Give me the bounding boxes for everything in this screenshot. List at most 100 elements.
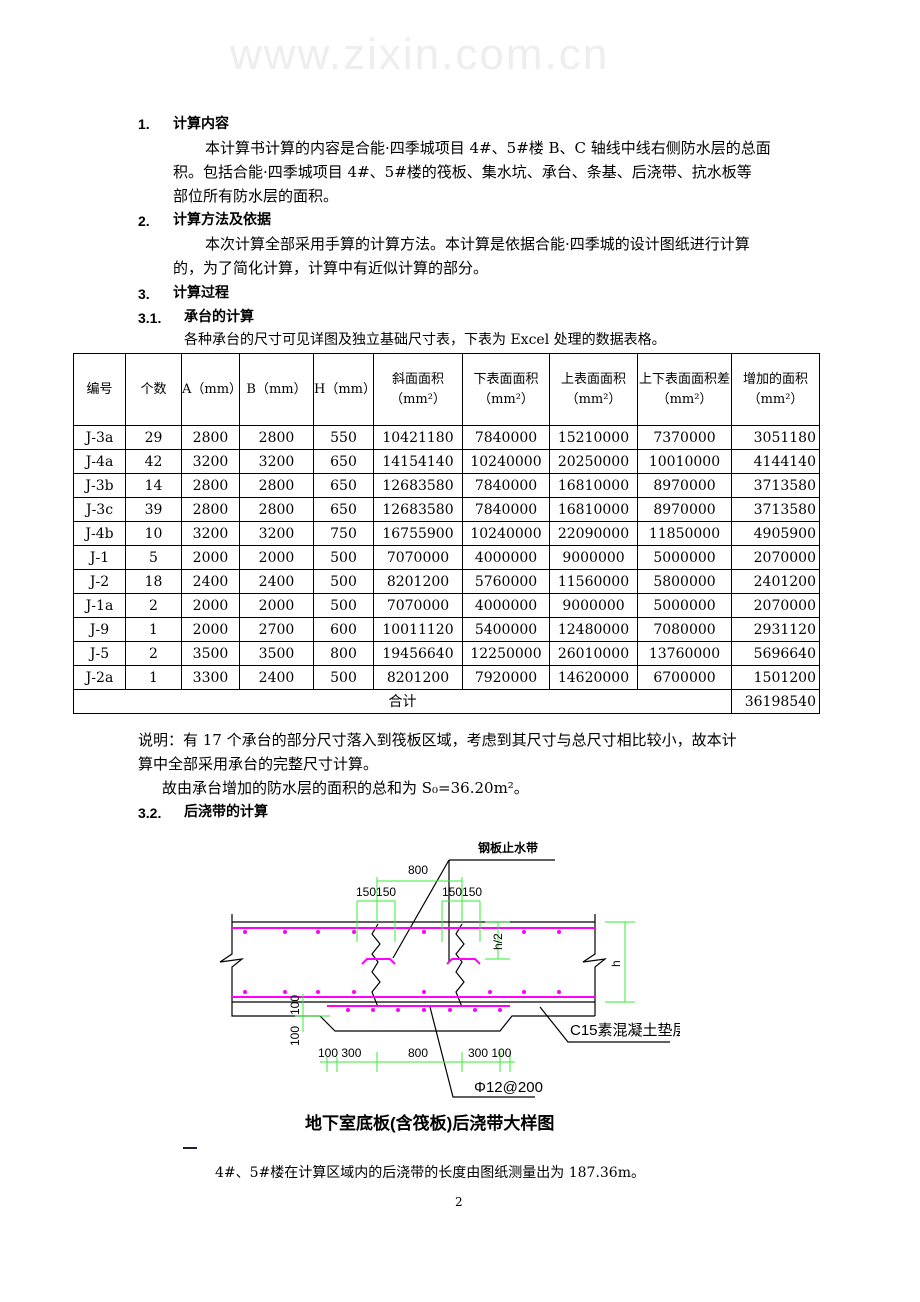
table-cell: 650 xyxy=(313,497,374,522)
table-cell: 7370000 xyxy=(637,425,732,450)
table-cell: 550 xyxy=(313,425,374,450)
table-cell: J-1 xyxy=(73,545,126,570)
table-cell: 4144140 xyxy=(731,449,820,474)
table-cell: 2400 xyxy=(239,569,314,594)
rebar-dots xyxy=(243,930,561,1012)
watermark: www.zixin.com.cn xyxy=(230,30,610,79)
rebar-lines xyxy=(232,927,595,1007)
column-header: A（mm） xyxy=(181,353,240,426)
table-cell: 20250000 xyxy=(549,449,638,474)
post-pour-strip-diagram: 钢板止水带 800 150150 150150 h/2 h 100 100 10… xyxy=(219,840,680,1133)
table-cell: 4000000 xyxy=(462,593,550,618)
note-line: 算中全部采用承台的完整尺寸计算。 xyxy=(138,755,379,773)
table-cell: 8201200 xyxy=(373,569,463,594)
table-cell: 2000 xyxy=(181,593,240,618)
table-cell: 16810000 xyxy=(549,497,638,522)
slab-outline xyxy=(219,859,670,1098)
table-cell: 22090000 xyxy=(549,521,638,546)
table-cell: 26010000 xyxy=(549,641,638,666)
table-cell: 15210000 xyxy=(549,425,638,450)
table-cell: 5 xyxy=(125,545,182,570)
column-header: 个数 xyxy=(125,353,182,426)
section-31-number: 3.1. xyxy=(138,310,162,326)
table-cell: 2800 xyxy=(181,425,240,450)
table-cell: J-2a xyxy=(73,665,126,690)
table-cell: 3200 xyxy=(181,449,240,474)
table-cell: 750 xyxy=(313,521,374,546)
table-cell: 500 xyxy=(313,569,374,594)
section-1-title: 计算内容 xyxy=(173,116,229,132)
table-cell: 2000 xyxy=(239,545,314,570)
label-rebar: Φ12@200 xyxy=(474,1079,543,1096)
table-cell: 3300 xyxy=(181,665,240,690)
table-cell: 600 xyxy=(313,617,374,642)
table-cell: 8970000 xyxy=(637,473,732,498)
table-cell: 5696640 xyxy=(731,641,820,666)
table-cell: 12683580 xyxy=(373,497,463,522)
table-cell: 10421180 xyxy=(373,425,463,450)
table-cell: 500 xyxy=(313,665,374,690)
table-cell: 14 xyxy=(125,473,182,498)
column-header: 增加的面积（mm²） xyxy=(731,353,820,426)
section-32-title: 后浇带的计算 xyxy=(184,804,268,820)
label-waterstop: 钢板止水带 xyxy=(478,840,538,855)
table-cell: 4000000 xyxy=(462,545,550,570)
table-cell: 42 xyxy=(125,449,182,474)
table-cell: 5000000 xyxy=(637,545,732,570)
table-cell: 8970000 xyxy=(637,497,732,522)
table-cell: 2000 xyxy=(181,617,240,642)
page-number: 2 xyxy=(455,1195,463,1209)
table-cell: 2000 xyxy=(181,545,240,570)
section-32-number: 3.2. xyxy=(138,805,162,821)
table-cell: 7920000 xyxy=(462,665,550,690)
table-cell: 2000 xyxy=(239,593,314,618)
total-label: 合计 xyxy=(73,689,732,714)
table-cell: 2 xyxy=(125,593,182,618)
table-cell: 6700000 xyxy=(637,665,732,690)
table-cell: 3713580 xyxy=(731,497,820,522)
table-cell: 1 xyxy=(125,665,182,690)
table-cell: 2070000 xyxy=(731,545,820,570)
table-cell: 2800 xyxy=(181,497,240,522)
table-cell: 2070000 xyxy=(731,593,820,618)
table-cell: 500 xyxy=(313,593,374,618)
paragraph-line: 本次计算全部采用手算的计算方法。本计算是依据合能·四季城的设计图纸进行计算 xyxy=(205,235,750,253)
label-dim: 100 xyxy=(288,1026,302,1046)
table-cell: 10010000 xyxy=(637,449,732,474)
table-cell: 10011120 xyxy=(373,617,463,642)
table-cell: 12250000 xyxy=(462,641,550,666)
table-cell: 16810000 xyxy=(549,473,638,498)
column-header: 斜面面积（mm²） xyxy=(373,353,463,426)
column-header: B（mm） xyxy=(239,353,314,426)
table-cell: J-3b xyxy=(73,473,126,498)
table-cell: 7840000 xyxy=(462,425,550,450)
table-cell: 5760000 xyxy=(462,569,550,594)
table-cell: 650 xyxy=(313,449,374,474)
table-cell: J-9 xyxy=(73,617,126,642)
table-cell: 2800 xyxy=(181,473,240,498)
table-cell: 16755900 xyxy=(373,521,463,546)
table-cell: 11560000 xyxy=(549,569,638,594)
column-header: H（mm） xyxy=(313,353,374,426)
table-cell: 7840000 xyxy=(462,473,550,498)
table-cell: 29 xyxy=(125,425,182,450)
label-dim: 300 100 xyxy=(468,1046,512,1060)
table-cell: J-4a xyxy=(73,449,126,474)
paragraph-line: 积。包括合能·四季城项目 4#、5#楼的筏板、集水坑、承台、条基、后浇带、抗水板… xyxy=(173,163,752,181)
table-cell: 3713580 xyxy=(731,473,820,498)
table-cell: 12480000 xyxy=(549,617,638,642)
label-dim: 150150 xyxy=(356,885,396,899)
label-dim: 150150 xyxy=(442,885,482,899)
table-cell: 3200 xyxy=(239,521,314,546)
table-cell: 2700 xyxy=(239,617,314,642)
column-header: 上下表面面积差（mm²） xyxy=(637,353,732,426)
table-cell: J-3a xyxy=(73,425,126,450)
table-cell: 2800 xyxy=(239,425,314,450)
